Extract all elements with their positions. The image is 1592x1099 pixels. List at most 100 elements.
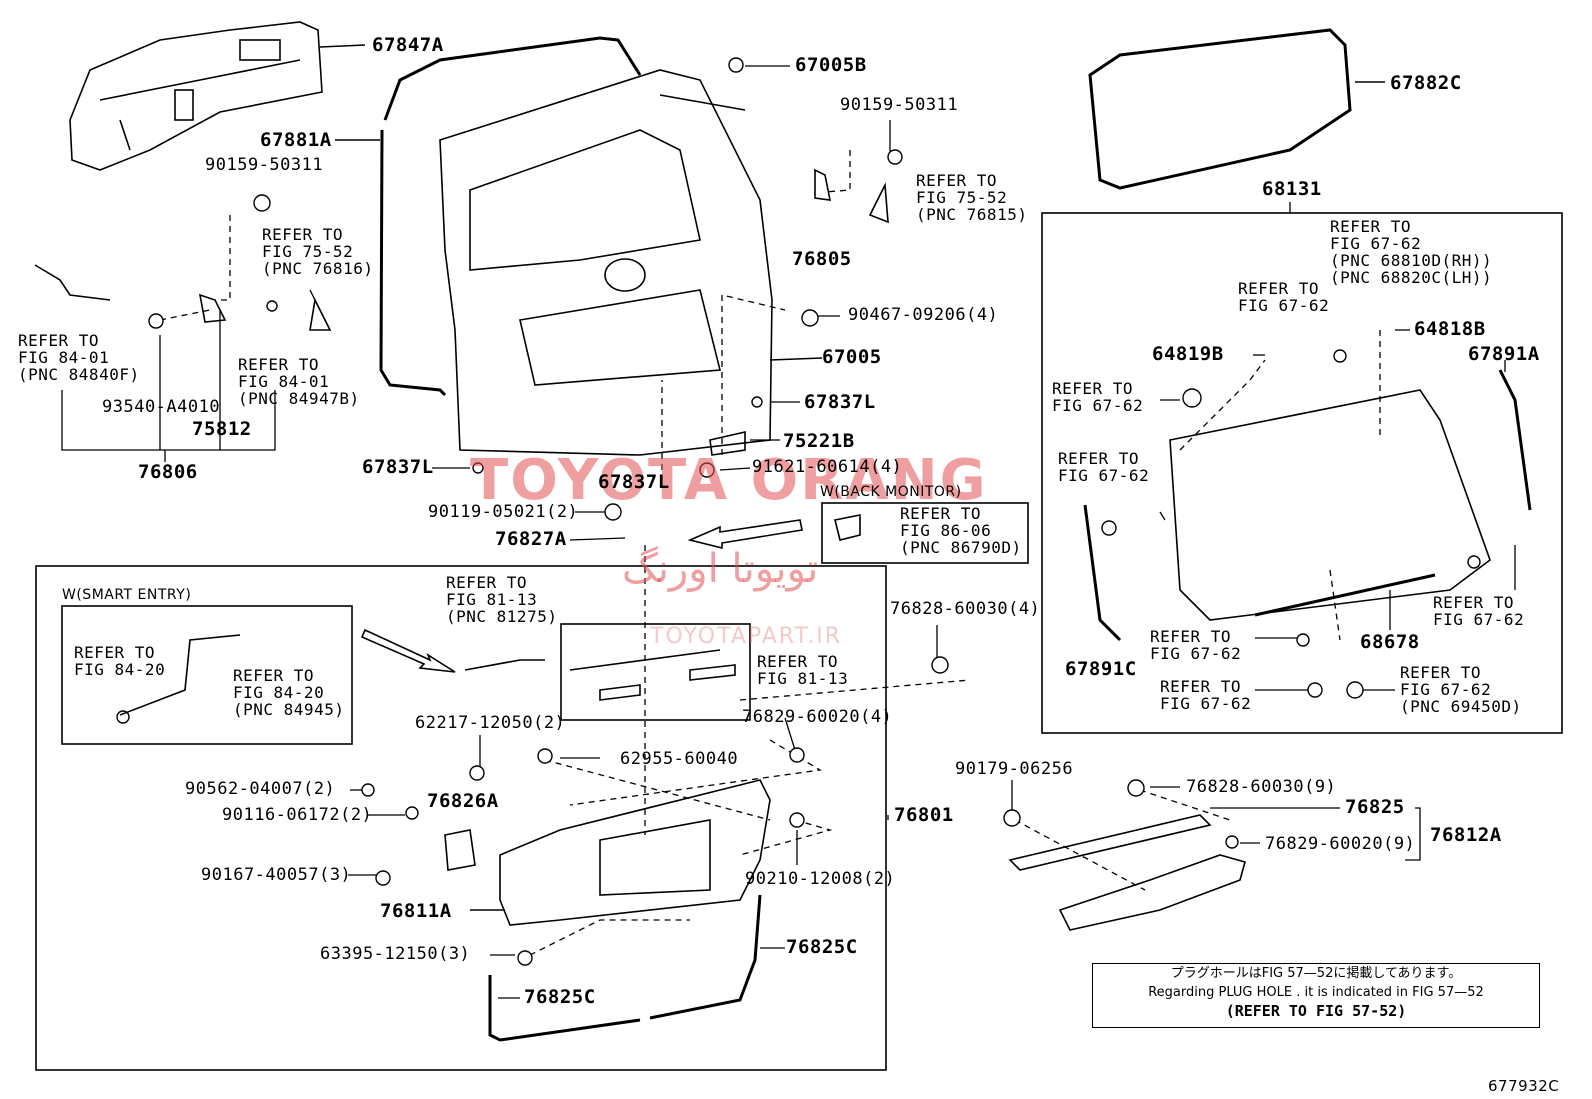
part-62955: 62955-60040 — [620, 749, 739, 769]
part-67881a: 67881A — [260, 129, 332, 151]
part-76829-a: 76829-60020(4) — [742, 707, 893, 727]
note-line-3: (REFER TO FIG 57-52) — [1225, 1002, 1407, 1020]
header-back-monitor: W(BACK MONITOR) — [820, 484, 962, 500]
ref-fig-81-13-b: REFER TO FIG 81-13 — [757, 652, 849, 688]
molding-76825c-a — [488, 975, 641, 1042]
part-64819b: 64819B — [1152, 343, 1224, 365]
part-90116: 90116-06172(2) — [222, 805, 373, 825]
part-90467: 90467-09206(4) — [848, 305, 999, 325]
part-76812a: 76812A — [1430, 824, 1502, 846]
ref-fig-86-06: REFER TO FIG 86-06 (PNC 86790D) — [900, 504, 1022, 557]
weatherstrip-67881a — [379, 36, 642, 397]
part-76806: 76806 — [138, 461, 198, 483]
ref-fig-84-20-b: REFER TO FIG 84-20 (PNC 84945) — [233, 666, 345, 719]
part-75221b: 75221B — [783, 430, 855, 452]
watermark-site: TOYOTAPART.IR — [650, 624, 843, 649]
garnish-76812a — [1058, 854, 1246, 931]
part-76825c-a: 76825C — [786, 936, 858, 958]
part-68678: 68678 — [1360, 631, 1420, 653]
back-glass-67882c — [1088, 28, 1352, 190]
harness-84840f — [34, 264, 111, 301]
part-67891a: 67891A — [1468, 343, 1540, 365]
part-67005: 67005 — [822, 346, 882, 368]
part-67005b: 67005B — [795, 54, 867, 76]
smart-entry-box — [61, 605, 353, 745]
bracket-75221b — [709, 430, 746, 456]
ref-fig-67-62-a: REFER TO FIG 67-62 — [1238, 279, 1330, 315]
ref-fig-84-01-b: REFER TO FIG 84-01 (PNC 84947B) — [238, 355, 360, 408]
part-68131: 68131 — [1262, 178, 1322, 200]
arrow-smart-entry — [360, 628, 456, 673]
part-76827a: 76827A — [495, 528, 567, 550]
lamp-box — [560, 623, 751, 721]
watermark-brand: TOYOTA ORANG — [470, 448, 988, 513]
part-76801: 76801 — [894, 804, 954, 826]
molding-76825 — [1008, 814, 1212, 871]
part-75812: 75812 — [192, 418, 252, 440]
cover-76816 — [309, 297, 332, 331]
watermark-persian: تويوتا اورنگ — [622, 546, 819, 592]
hinge-76805 — [814, 168, 832, 201]
part-76826a: 76826A — [427, 790, 499, 812]
part-76825c-b: 76825C — [524, 986, 596, 1008]
ref-fig-67-62-c: REFER TO FIG 67-62 — [1058, 449, 1150, 485]
part-90159-a: 90159-50311 — [840, 95, 959, 115]
harness-81275 — [464, 659, 545, 671]
lamp-assembly — [569, 649, 736, 701]
part-76825: 76825 — [1345, 796, 1405, 818]
ref-fig-67-62-top: REFER TO FIG 67-62 (PNC 68810D(RH)) (PNC… — [1330, 217, 1493, 287]
part-67847a: 67847A — [372, 34, 444, 56]
part-91621: 91621-60614(4) — [752, 457, 903, 477]
ref-fig-67-62-f: REFER TO FIG 67-62 — [1160, 677, 1252, 713]
part-67837l-b: 67837L — [362, 456, 434, 478]
part-76828-b: 76828-60030(9) — [1186, 777, 1337, 797]
ref-fig-81-13-a: REFER TO FIG 81-13 (PNC 81275) — [446, 573, 558, 626]
part-90159-b: 90159-50311 — [205, 155, 324, 175]
part-64818b: 64818B — [1414, 318, 1486, 340]
part-67882c: 67882C — [1390, 72, 1462, 94]
bracket-75812 — [198, 293, 227, 323]
note-line-2: Regarding PLUG HOLE . it is indicated in… — [1148, 985, 1484, 1000]
molding-76825c-b — [649, 894, 762, 1020]
part-63395: 63395-12150(3) — [320, 944, 471, 964]
part-90119: 90119-05021(2) — [428, 502, 579, 522]
ref-fig-67-62-e: REFER TO FIG 67-62 — [1150, 627, 1242, 663]
lower-inset-box — [35, 565, 887, 1071]
ref-fig-67-62-b: REFER TO FIG 67-62 — [1052, 379, 1144, 415]
part-76829-b: 76829-60020(9) — [1265, 834, 1416, 854]
insulator-67847a — [69, 21, 366, 171]
harness-smart-entry — [119, 634, 241, 716]
part-90179: 90179-06256 — [955, 759, 1074, 779]
glass-assembly — [1083, 369, 1532, 642]
ref-fig-67-62-d: REFER TO FIG 67-62 — [1433, 593, 1525, 629]
ref-fig-67-62-g: REFER TO FIG 67-62 (PNC 69450D) — [1400, 663, 1522, 716]
part-90210: 90210-12008(2) — [745, 869, 896, 889]
ref-fig-84-01-a: REFER TO FIG 84-01 (PNC 84840F) — [18, 331, 140, 384]
part-76805: 76805 — [792, 248, 852, 270]
cover-76815 — [868, 182, 889, 224]
ref-fig-84-20-a: REFER TO FIG 84-20 — [74, 643, 166, 679]
back-monitor-box — [821, 502, 1029, 564]
part-62217: 62217-12050(2) — [415, 713, 566, 733]
garnish-76811a — [470, 779, 771, 926]
part-67837l-a: 67837L — [804, 391, 876, 413]
header-smart-entry: W(SMART ENTRY) — [62, 587, 192, 603]
ref-fig-75-52-b: REFER TO FIG 75-52 (PNC 76816) — [262, 225, 374, 278]
part-90167: 90167-40057(3) — [201, 865, 352, 885]
back-door-67005 — [439, 69, 823, 456]
figure-id: 677932C — [1488, 1077, 1560, 1095]
plug-hole-note: プラグホールはFIG 57—52に掲載してあります。 Regarding PLU… — [1092, 963, 1540, 1028]
note-line-1: プラグホールはFIG 57—52に掲載してあります。 — [1170, 966, 1462, 981]
arrow-back-monitor — [687, 519, 803, 550]
part-67891c: 67891C — [1065, 658, 1137, 680]
part-90562: 90562-04007(2) — [185, 779, 336, 799]
ref-fig-75-52-a: REFER TO FIG 75-52 (PNC 76815) — [916, 171, 1028, 224]
camera-86790d — [834, 514, 861, 541]
part-67837l-c: 67837L — [598, 471, 670, 493]
bracket-76826a — [444, 829, 476, 871]
part-93540: 93540-A4010 — [102, 397, 221, 417]
right-inset-box — [1041, 212, 1563, 734]
part-76811a: 76811A — [380, 900, 452, 922]
part-76828-a: 76828-60030(4) — [890, 599, 1041, 619]
